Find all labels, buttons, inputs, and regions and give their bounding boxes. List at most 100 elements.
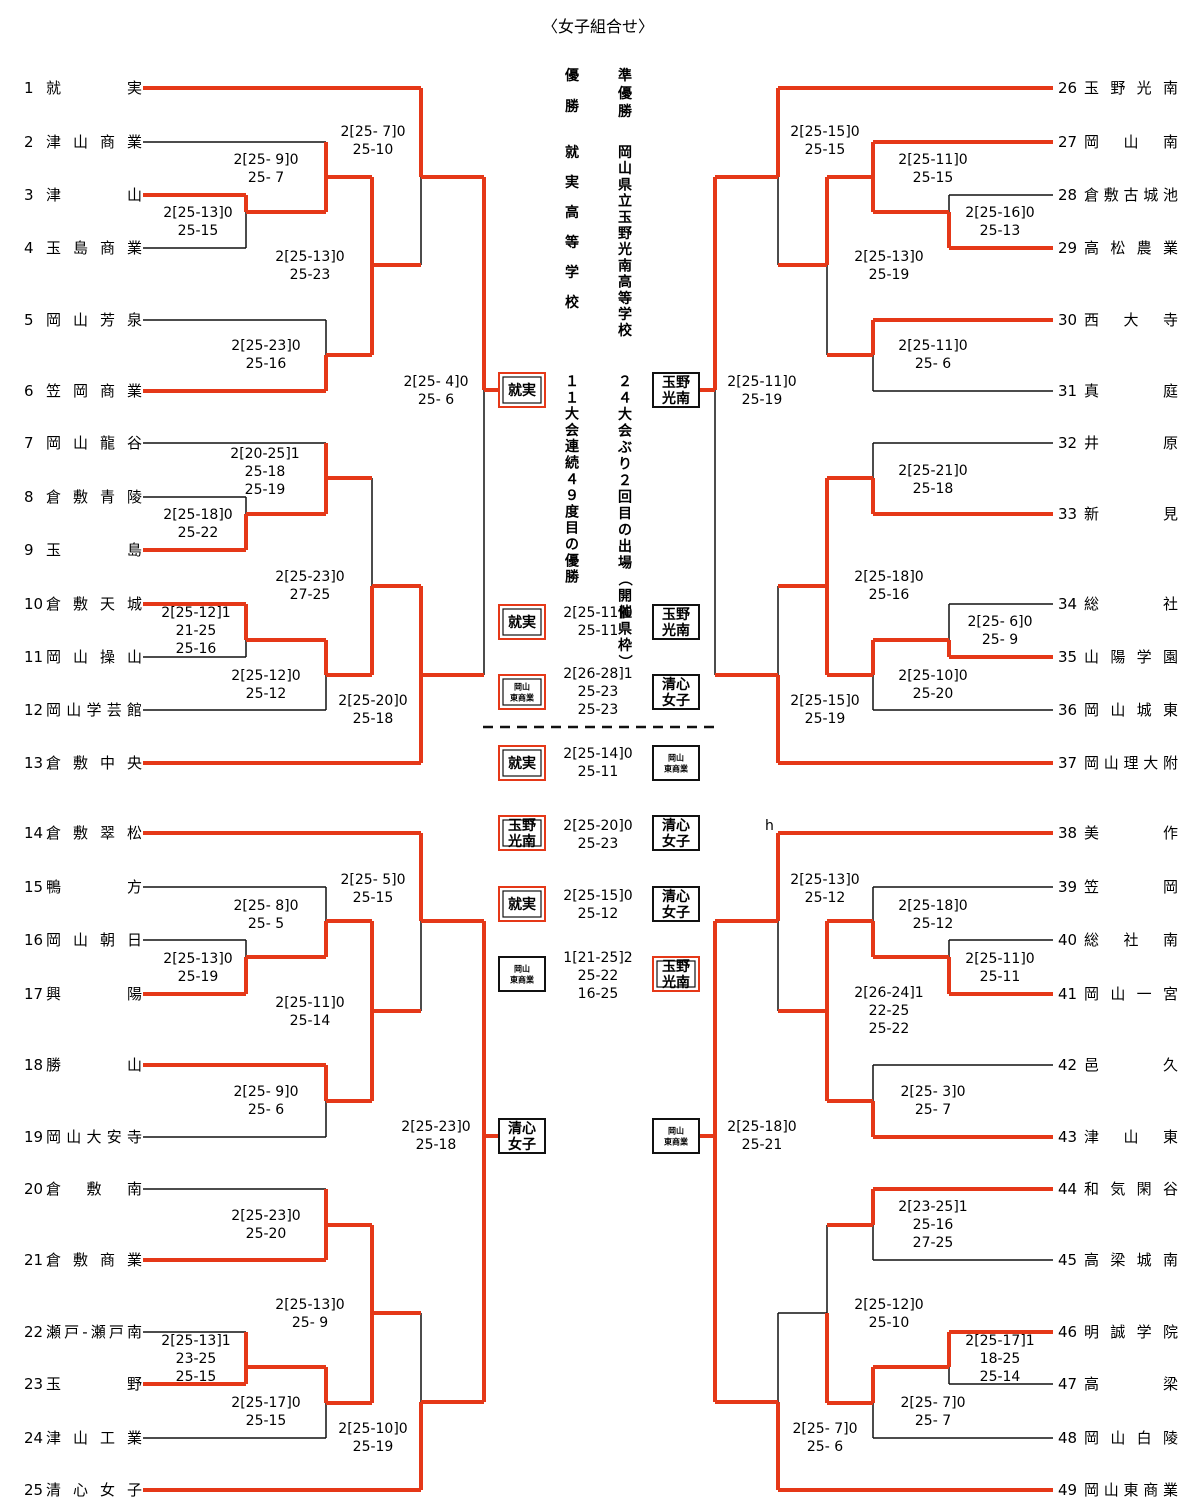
team-number: 9	[24, 541, 34, 559]
school-box: 就実	[498, 745, 546, 781]
team-number: 26	[1058, 79, 1077, 97]
score-line: 2[25-20]0	[338, 693, 407, 709]
school-box: 就実	[498, 886, 546, 922]
vertical-char: 学	[618, 306, 632, 323]
team-number: 14	[24, 824, 43, 842]
match-score: 2[25-13]025-12	[790, 872, 859, 906]
match-score: 2[25-12]025-10	[854, 1297, 923, 1331]
score-line: 25-19	[178, 969, 219, 985]
school-box-label: 東商業	[664, 1137, 689, 1147]
team-number: 29	[1058, 239, 1077, 257]
team-number: 27	[1058, 133, 1077, 151]
team-number: 28	[1058, 186, 1077, 204]
vertical-char: 連	[565, 438, 580, 455]
score-line: 2[25-20]0	[563, 818, 632, 834]
score-line: 2[25-15]0	[790, 124, 859, 140]
score-line: 16-25	[578, 986, 619, 1002]
score-line: 25-14	[290, 1013, 331, 1029]
score-line: 2[25-11]0	[898, 338, 967, 354]
team-name: 倉 敷 翠 松	[46, 824, 142, 842]
vertical-char: 度	[565, 503, 580, 520]
school-box-label: 清心	[662, 676, 690, 693]
team-number: 16	[24, 931, 43, 949]
school-box-label: 東商業	[664, 764, 689, 774]
team-name: 岡 山 一 宮	[1084, 985, 1178, 1003]
team-name: 倉 敷 中 央	[46, 754, 142, 772]
score-line: 27-25	[913, 1235, 954, 1251]
school-box-label: 玉野	[508, 818, 536, 834]
vertical-char: 大	[618, 406, 632, 423]
school-box-label: 東商業	[510, 975, 535, 985]
school-box-label: 清心	[662, 817, 690, 834]
team-name: 倉 敷 商 業	[46, 1251, 142, 1269]
school-box-label: 清心	[508, 1120, 536, 1137]
school-box: 就実	[498, 604, 546, 640]
vertical-char: 催	[618, 604, 632, 621]
match-score: 2[25-11]025-19	[727, 374, 796, 408]
team-name: 真 庭	[1084, 382, 1178, 400]
score-line: 25-22	[178, 525, 219, 541]
score-line: 25-22	[578, 968, 619, 984]
score-line: 2[25-23]0	[401, 1119, 470, 1135]
match-score: 2[25- 3]025- 7	[901, 1084, 966, 1118]
vertical-char: １	[565, 374, 579, 390]
vertical-char: 山	[618, 161, 632, 177]
vertical-char: 枠	[618, 637, 632, 654]
school-box-inner	[656, 960, 696, 988]
score-line: 25-16	[176, 641, 217, 657]
score-line: 25-15	[176, 1369, 217, 1385]
score-line: 25-15	[913, 170, 954, 186]
score-line: 2[25-11]0	[275, 995, 344, 1011]
match-score: 2[25-15]025-19	[790, 693, 859, 727]
score-line: 25-16	[246, 356, 287, 372]
bracket-lines	[143, 141, 1053, 1439]
team-name: 笠 岡	[1084, 878, 1178, 896]
match-score: 2[25-20]025-23	[563, 818, 632, 852]
vertical-char: 目	[618, 506, 632, 522]
school-box: 岡山東商業	[498, 956, 546, 992]
team-name: 高 松 農 業	[1084, 239, 1178, 257]
match-score: 2[25-15]025-15	[790, 124, 859, 158]
score-line: 2[25-12]1	[161, 605, 230, 621]
team-name: 総 社 南	[1084, 931, 1178, 949]
team-number: 38	[1058, 824, 1077, 842]
score-line: 22-25	[869, 1003, 910, 1019]
match-score: 2[25- 9]025- 7	[234, 152, 299, 186]
score-line: 25-19	[353, 1439, 394, 1455]
score-line: 2[25-12]0	[854, 1297, 923, 1313]
match-score: 2[25- 7]025-10	[341, 124, 406, 158]
school-box-label: 女子	[662, 692, 690, 709]
score-line: 25- 9	[292, 1315, 328, 1331]
team-name: 岡山理大附	[1084, 754, 1178, 772]
match-score: 2[25-23]025-16	[231, 338, 300, 372]
school-box-frame	[652, 815, 700, 851]
match-score: 2[25-13]025- 9	[275, 1297, 344, 1331]
score-line: 25-23	[578, 684, 619, 700]
score-line: 2[25-15]0	[790, 693, 859, 709]
team-number: 17	[24, 985, 43, 1003]
school-box-inner	[502, 890, 542, 918]
winner-lines	[143, 86, 1053, 1492]
score-line: 25- 6	[915, 356, 951, 372]
score-line: 25-18	[913, 481, 954, 497]
school-box-label: 就実	[508, 614, 536, 631]
score-line: 2[25-23]0	[275, 569, 344, 585]
score-line: 2[25-10]0	[338, 1421, 407, 1437]
vertical-char: 場	[618, 555, 632, 572]
vertical-char: 立	[618, 193, 632, 210]
team-number: 4	[24, 239, 34, 257]
score-line: 25-12	[805, 890, 846, 906]
team-number: 6	[24, 382, 34, 400]
score-line: 25-18	[353, 711, 394, 727]
vertical-char: ４	[565, 472, 579, 488]
